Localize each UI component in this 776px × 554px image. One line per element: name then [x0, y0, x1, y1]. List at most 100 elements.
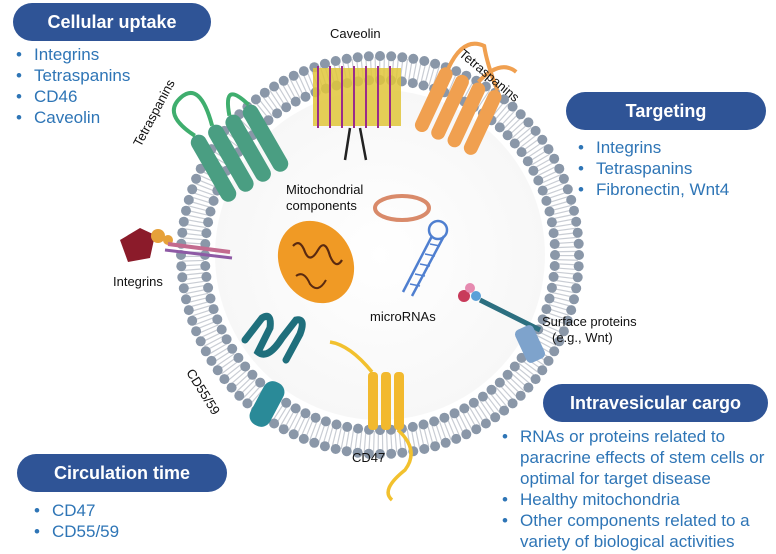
lipid-head [574, 250, 584, 260]
lipid-head [549, 239, 560, 249]
list-item: Tetraspanins [14, 65, 130, 86]
lipid-head [300, 91, 311, 102]
lipid-head [183, 194, 194, 205]
lipid-head [219, 374, 230, 385]
list-item: Tetraspanins [576, 158, 729, 179]
lipid-head [459, 403, 470, 414]
lipid-head [331, 419, 342, 430]
lipid-head [242, 398, 253, 409]
lipid-head [352, 52, 363, 63]
circulation-time-pill: Circulation time [17, 454, 227, 492]
circulation-time-title: Circulation time [53, 462, 191, 483]
lipid-head [461, 429, 472, 440]
lipid-head [543, 144, 554, 155]
lipid-head [397, 447, 408, 458]
lipid-head [341, 53, 352, 64]
lipid-head [548, 271, 559, 282]
mitochondrial-dna-ring [373, 194, 431, 222]
lipid-head [522, 156, 533, 167]
circulation-time-list: CD47 CD55/59 [32, 500, 119, 542]
lipid-head [477, 391, 488, 402]
lipid-head [181, 294, 191, 305]
mitochondrial-label-line2: components [286, 198, 357, 213]
lipid-head [439, 412, 450, 423]
lipid-head [541, 195, 552, 206]
lipid-head [234, 390, 245, 401]
lipid-head [300, 408, 311, 419]
lipid-head [537, 365, 548, 376]
integrins-label: Integrins [113, 274, 163, 289]
mitochondrial-label-line1: Mitochondrial [286, 182, 364, 197]
lipid-head [363, 448, 374, 459]
lipid-head [490, 412, 501, 423]
lipid-head [554, 336, 565, 347]
lipid-head [537, 134, 548, 145]
list-item: Other components related to a variety of… [500, 510, 768, 552]
tetraspanin-green-protein [171, 91, 289, 202]
lipid-head [191, 173, 202, 184]
lipid-head [375, 51, 385, 61]
lipid-head [269, 81, 280, 92]
lipid-head [407, 421, 418, 432]
lipid-head [290, 96, 301, 107]
microrna-hairpin [401, 219, 449, 297]
mitochondrion [277, 220, 355, 304]
cellular-uptake-title: Cellular uptake [47, 11, 177, 32]
lipid-head [290, 403, 301, 414]
lipid-head [468, 397, 479, 408]
lipid-head [562, 184, 573, 195]
targeting-list: Integrins Tetraspanins Fibronectin, Wnt4 [576, 137, 729, 200]
lipid-head [386, 51, 397, 62]
lipid-head [494, 122, 505, 133]
cellular-uptake-pill: Cellular uptake [13, 3, 211, 41]
lipid-head [208, 195, 219, 206]
lipid-head [203, 282, 214, 293]
lipid-head [269, 418, 280, 429]
lipid-head [480, 418, 491, 429]
lipid-head [263, 115, 274, 126]
lipid-head [499, 94, 510, 105]
list-item: CD47 [32, 500, 119, 521]
surface-proteins-label-line2: (e.g., Wnt) [552, 330, 613, 345]
lipid-head [429, 416, 440, 427]
lipid-head [201, 228, 212, 239]
surface-protein [458, 283, 546, 363]
targeting-pill: Targeting [566, 92, 766, 130]
lipid-head [419, 444, 430, 454]
lipid-head [319, 58, 330, 69]
lipid-head [309, 437, 320, 448]
lipid-head [206, 355, 217, 366]
lipid-head [451, 433, 462, 444]
lipid-head [288, 429, 299, 440]
lipid-head [572, 272, 583, 283]
lipid-head [187, 184, 198, 195]
lipid-head [200, 261, 211, 271]
lipid-head [440, 437, 451, 448]
lipid-head [451, 66, 462, 77]
cd55-59-protein [241, 312, 306, 427]
lipid-head [320, 416, 331, 427]
list-item: Integrins [14, 44, 130, 65]
lipid-head [375, 449, 385, 459]
lipid-head [548, 228, 559, 239]
lipid-head [573, 261, 584, 272]
caveolin-label: Caveolin [330, 26, 381, 41]
lipid-head [523, 382, 534, 393]
lipid-head [278, 424, 289, 435]
lipid-head [240, 361, 251, 372]
lipid-head [386, 448, 397, 459]
lipid-head [408, 53, 419, 64]
lipid-head [486, 384, 497, 395]
lipid-head [195, 336, 206, 347]
lipid-head [205, 206, 216, 217]
intravesicular-cargo-list: RNAs or proteins related to paracrine ef… [500, 426, 768, 552]
lipid-head [281, 397, 292, 408]
caveolin-protein [313, 66, 401, 161]
lipid-head [200, 346, 211, 357]
cellular-uptake-list: Integrins Tetraspanins CD46 Caveolin [14, 44, 130, 128]
lipid-head [187, 315, 198, 326]
lipid-head [407, 78, 418, 89]
lipid-head [310, 412, 321, 423]
lipid-head [572, 227, 583, 238]
